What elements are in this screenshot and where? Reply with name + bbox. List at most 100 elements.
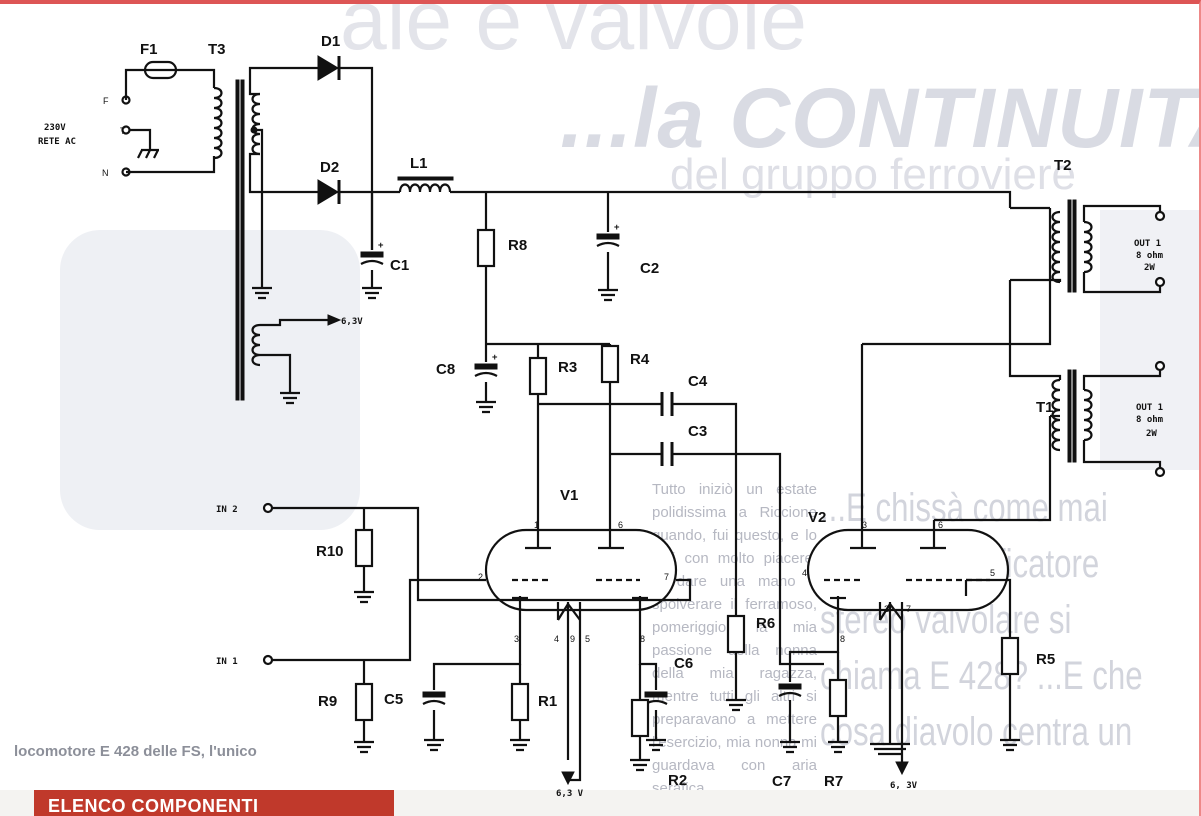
v1-pin6: 6 xyxy=(618,520,623,530)
heater-arrow xyxy=(327,314,342,326)
terminal-t-label: T xyxy=(120,126,126,136)
capacitor-c8: + C8 xyxy=(436,344,498,414)
resistor-r4: R4 xyxy=(600,344,650,520)
ghost-body-text: Tutto iniziò un estate polidissima a Ric… xyxy=(652,481,817,797)
v2-pin8: 8 xyxy=(840,634,845,644)
in2-grid-wire xyxy=(268,506,692,602)
resistor-r5: R5 xyxy=(1000,636,1055,676)
ghost-top-fragment: ale è valvole xyxy=(340,0,807,67)
label-t1: T1 xyxy=(1036,399,1054,416)
label-r6: R6 xyxy=(756,615,775,632)
mains-type-label: RETE AC xyxy=(38,137,76,147)
transformer-t2: T2 OUT 1 8 ohm 2W xyxy=(1010,157,1166,294)
capacitor-c5: C5 xyxy=(384,630,522,752)
label-c6: C6 xyxy=(674,655,693,672)
label-r10: R10 xyxy=(316,543,344,560)
mains-voltage-label: 230V xyxy=(44,123,66,133)
article-line: cosa diavolo centra un xyxy=(820,710,1133,754)
out2-label-2: 8 ohm xyxy=(1136,415,1164,425)
label-r8: R8 xyxy=(508,237,527,254)
r7-wiring xyxy=(828,652,848,754)
label-r1: R1 xyxy=(538,693,557,710)
label-r2: R2 xyxy=(668,772,687,789)
out2-label-1: OUT 1 xyxy=(1136,403,1163,413)
article-line: ...E chissà come mai xyxy=(820,486,1108,530)
resistor-r7: R7 xyxy=(824,678,848,790)
ground-heater xyxy=(280,391,300,405)
v2-pin7: 7 xyxy=(906,604,911,614)
label-c2: C2 xyxy=(640,260,659,277)
in1-label: IN 1 xyxy=(216,657,238,667)
components-list-header: ELENCO COMPONENTI xyxy=(34,790,394,816)
in1-grid-wire xyxy=(268,578,486,662)
resistor-r3: R3 xyxy=(528,344,577,520)
v1-pin4: 4 xyxy=(554,634,559,644)
label-t3: T3 xyxy=(208,41,226,58)
label-t2: T2 xyxy=(1054,157,1072,174)
v1-heater-arrow xyxy=(561,771,575,786)
tube-v1: V1 1 2 3 4 5 6 7 8 9 xyxy=(478,487,678,644)
article-line: chiama E 428? ...E che xyxy=(820,654,1143,698)
choke-l1: L1 xyxy=(372,155,1012,208)
in2-label: IN 2 xyxy=(216,505,238,515)
r5-wiring xyxy=(966,578,1020,752)
heater-winding-wire xyxy=(260,318,328,393)
svg-text:+: + xyxy=(492,353,498,363)
svg-text:+: + xyxy=(614,223,620,233)
v1-pin2: 2 xyxy=(478,572,483,582)
ghost-subline: del gruppo ferroviere xyxy=(670,150,1077,199)
v2-pin6: 6 xyxy=(938,520,943,530)
v1-pin5: 5 xyxy=(585,634,590,644)
resistor-r6: R6 xyxy=(726,580,775,712)
out2-label-3: 2W xyxy=(1146,429,1157,439)
chassis-earth xyxy=(130,128,159,159)
label-r3: R3 xyxy=(558,359,577,376)
background-photo xyxy=(60,230,360,530)
background-photo-right xyxy=(1100,210,1200,470)
v2-pin3: 3 xyxy=(862,520,867,530)
label-d1: D1 xyxy=(321,33,340,50)
ghost-left-text: locomotore E 428 delle FS, l'unico xyxy=(14,743,257,760)
v1-pin3: 3 xyxy=(514,634,519,644)
v2-pin2: 2 xyxy=(884,604,889,614)
ghost-headline: ...la CONTINUITA xyxy=(560,71,1201,165)
v1-pin1: 1 xyxy=(534,520,539,530)
resistor-r9 xyxy=(354,682,374,722)
out1-label-1: OUT 1 xyxy=(1134,239,1161,249)
v2-heater-label: 6, 3V xyxy=(890,781,918,791)
resistor-r1: R1 xyxy=(510,664,557,752)
capacitor-c2: + C2 xyxy=(596,192,659,302)
transformer-t1: T1 OUT 1 8 ohm 2W xyxy=(1036,360,1166,478)
out1-label-3: 2W xyxy=(1144,263,1155,273)
input-in2: IN 2 R10 xyxy=(216,502,374,604)
label-f1: F1 xyxy=(140,41,158,58)
v1-pin7: 7 xyxy=(664,572,669,582)
c7-wiring xyxy=(788,630,840,742)
d2-wiring xyxy=(248,152,372,194)
capacitor-c3: C3 xyxy=(610,423,824,666)
label-c4: C4 xyxy=(688,373,708,390)
label-r7: R7 xyxy=(824,773,843,790)
terminal-n-label: N xyxy=(102,168,109,178)
primary-return xyxy=(126,156,216,174)
label-r5: R5 xyxy=(1036,651,1055,668)
label-v2: V2 xyxy=(808,509,826,526)
d1-wiring xyxy=(248,66,374,250)
v2-heater-ground xyxy=(870,620,910,756)
label-d2: D2 xyxy=(320,159,339,176)
diode-d1: D1 xyxy=(317,33,341,81)
v1-heater-wire xyxy=(566,620,582,782)
resistor-r10 xyxy=(354,528,374,568)
label-v1: V1 xyxy=(560,487,578,504)
fuse-f1: F1 xyxy=(124,41,216,100)
label-c7: C7 xyxy=(772,773,791,790)
input-in1: IN 1 R9 xyxy=(216,654,374,754)
terminal-t xyxy=(121,125,131,135)
resistor-r8: R8 xyxy=(476,192,527,344)
v1-pin9: 9 xyxy=(570,634,575,644)
heater-label: 6,3V xyxy=(341,317,363,327)
capacitor-c7: C7 xyxy=(772,683,802,790)
label-l1: L1 xyxy=(410,155,428,172)
capacitor-c1: + C1 xyxy=(360,192,409,300)
